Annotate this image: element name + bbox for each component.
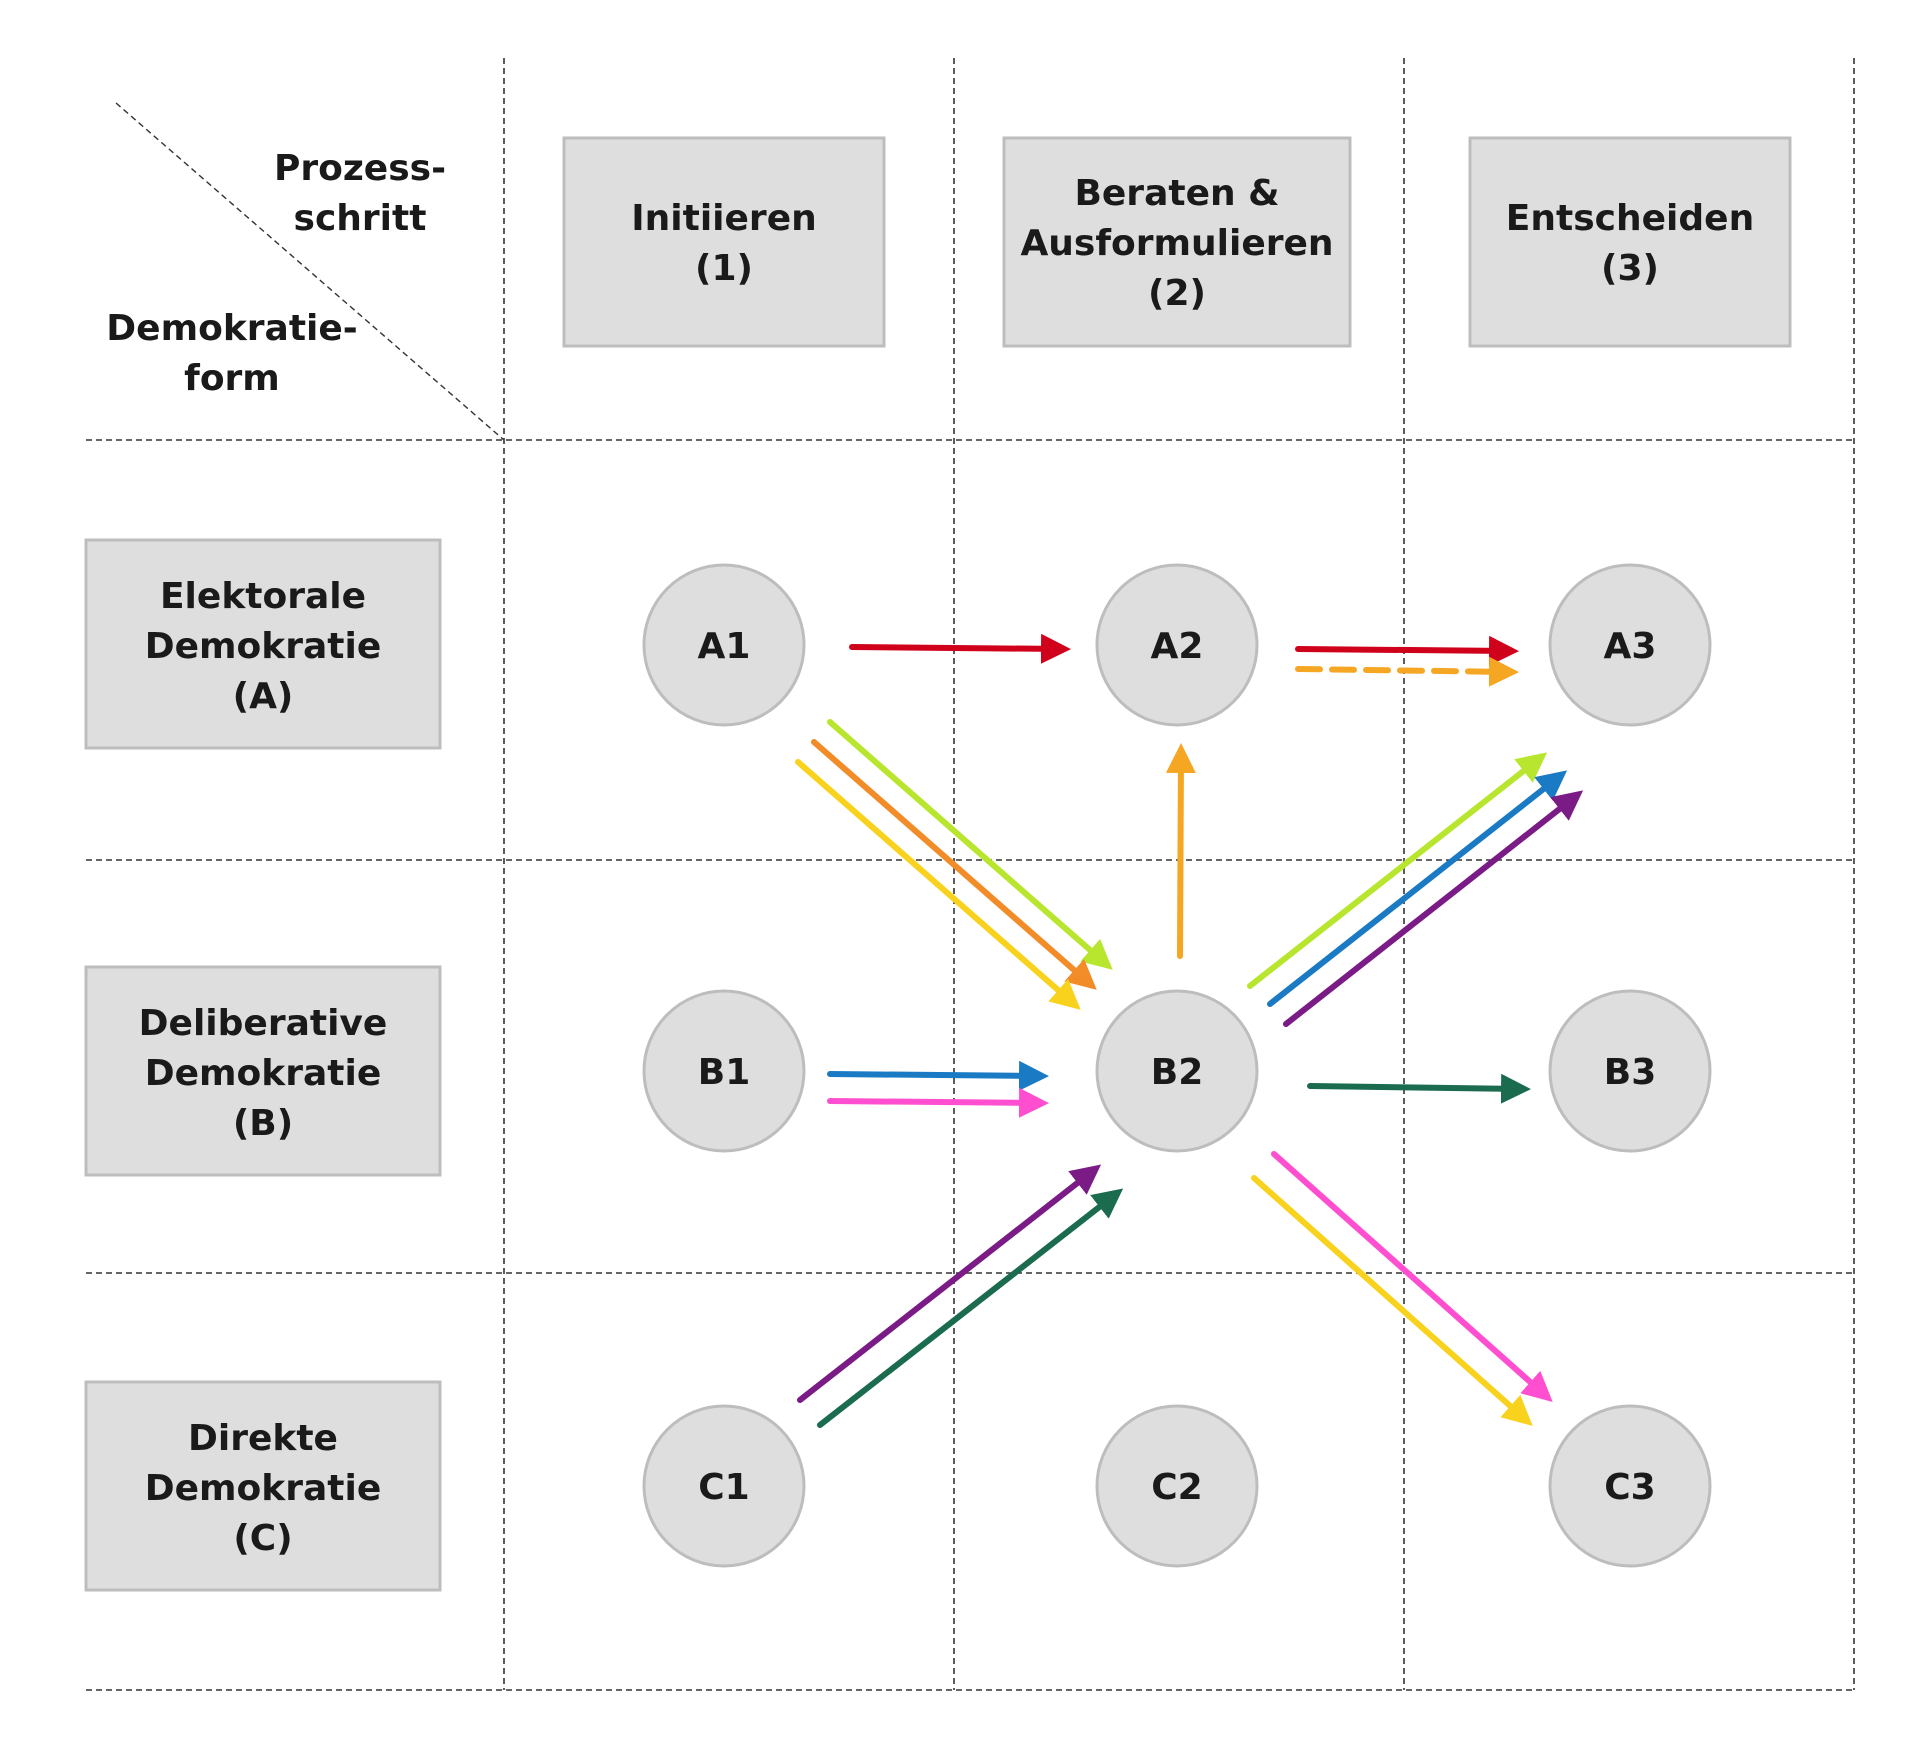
node-c1-circle	[642, 1404, 806, 1568]
row-header-b: Deliberative Demokratie (B)	[84, 965, 442, 1177]
arrows	[795, 633, 1584, 1428]
arrow-b2-a3-lime	[1247, 752, 1548, 989]
row-header-a-box	[84, 538, 442, 750]
column-header-2: Beraten & Ausformulieren (2)	[1002, 136, 1352, 348]
node-a3-circle	[1548, 563, 1712, 727]
node-c3: C3	[1548, 1404, 1712, 1568]
grid-lines	[86, 58, 1855, 1691]
node-a1: A1	[642, 563, 806, 727]
arrow-a1-b2-lime	[827, 719, 1113, 970]
row-header-c-line-1: Demokratie	[145, 1468, 382, 1509]
node-c1-label: C1	[698, 1467, 749, 1508]
arrow-b2-c3-pink	[1271, 1151, 1553, 1402]
node-c2: C2	[1095, 1404, 1259, 1568]
corner-top-line-1: schritt	[294, 198, 427, 239]
corner-bottom-line-1: form	[184, 358, 280, 399]
row-header-a: Elektorale Demokratie (A)	[84, 538, 442, 750]
node-a3-label: A3	[1604, 626, 1657, 667]
arrow-a1-b2-dark-orange	[811, 739, 1097, 990]
row-header-a-line-1: Demokratie	[145, 626, 382, 667]
column-header-1-line-0: Initiieren	[631, 198, 816, 239]
row-header-b-box	[84, 965, 442, 1177]
arrow-b2-b3-green	[1307, 1073, 1531, 1104]
row-header-b-line-0: Deliberative	[139, 1003, 388, 1044]
arrow-b2-c3-yellow	[1251, 1175, 1533, 1426]
column-header-3: Entscheiden (3)	[1468, 136, 1792, 348]
node-b3-label: B3	[1604, 1052, 1657, 1093]
node-c2-label: C2	[1151, 1467, 1202, 1508]
column-header-3-line-0: Entscheiden	[1506, 198, 1754, 239]
arrow-a2-a3-orange-dashed	[1295, 656, 1519, 687]
column-header-1-line-1: (1)	[695, 248, 753, 289]
node-a3: A3	[1548, 563, 1712, 727]
node-a1-label: A1	[698, 626, 751, 667]
arrow-b2-a3-purple	[1283, 790, 1584, 1027]
row-header-b-line-1: Demokratie	[145, 1053, 382, 1094]
corner-bottom-line-0: Demokratie-	[106, 308, 357, 349]
node-c3-circle	[1548, 1404, 1712, 1568]
arrow-a1-a2-red	[849, 633, 1071, 664]
node-c2-circle	[1095, 1404, 1259, 1568]
corner-diagonal	[115, 102, 505, 441]
corner-top-line-0: Prozess-	[274, 148, 446, 189]
column-header-1-box	[562, 136, 886, 348]
node-b2-circle	[1095, 989, 1259, 1153]
column-header-3-line-1: (3)	[1601, 248, 1659, 289]
arrow-b2-a3-blue	[1267, 770, 1568, 1007]
row-header-a-line-2: (A)	[233, 676, 294, 717]
node-b2: B2	[1095, 989, 1259, 1153]
node-a1-circle	[642, 563, 806, 727]
arrow-a2-a3-red	[1295, 635, 1519, 666]
row-header-a-line-0: Elektorale	[160, 576, 366, 617]
row-header-b-line-2: (B)	[233, 1103, 293, 1144]
arrow-c1-b2-purple	[797, 1164, 1102, 1403]
column-header-1: Initiieren (1)	[562, 136, 886, 348]
arrow-c1-b2-green	[817, 1188, 1124, 1428]
row-header-c-box	[84, 1380, 442, 1592]
corner-header: Prozess- schritt Demokratie- form	[106, 148, 446, 399]
column-header-3-box	[1468, 136, 1792, 348]
row-header-c: Direkte Demokratie (C)	[84, 1380, 442, 1592]
nodes: A1 A2 A3 B1 B2 B3	[642, 563, 1712, 1568]
node-b1: B1	[642, 989, 806, 1153]
node-b3: B3	[1548, 989, 1712, 1153]
node-c3-label: C3	[1604, 1467, 1655, 1508]
node-a2-label: A2	[1151, 626, 1204, 667]
arrow-b1-b2-pink	[827, 1087, 1049, 1118]
node-b3-circle	[1548, 989, 1712, 1153]
column-header-2-line-0: Beraten &	[1074, 173, 1279, 214]
row-header-c-line-0: Direkte	[188, 1418, 338, 1459]
node-b2-label: B2	[1151, 1052, 1204, 1093]
column-header-2-line-1: Ausformulieren	[1020, 223, 1333, 264]
arrow-b2-a2-orange	[1165, 743, 1196, 959]
node-a2: A2	[1095, 563, 1259, 727]
arrow-b1-b2-blue	[827, 1060, 1049, 1091]
node-b1-label: B1	[698, 1052, 751, 1093]
node-b1-circle	[642, 989, 806, 1153]
node-c1: C1	[642, 1404, 806, 1568]
arrow-a1-b2-yellow	[795, 759, 1081, 1010]
node-a2-circle	[1095, 563, 1259, 727]
column-header-2-box	[1002, 136, 1352, 348]
column-header-2-line-2: (2)	[1148, 273, 1206, 314]
row-header-c-line-2: (C)	[233, 1518, 292, 1559]
